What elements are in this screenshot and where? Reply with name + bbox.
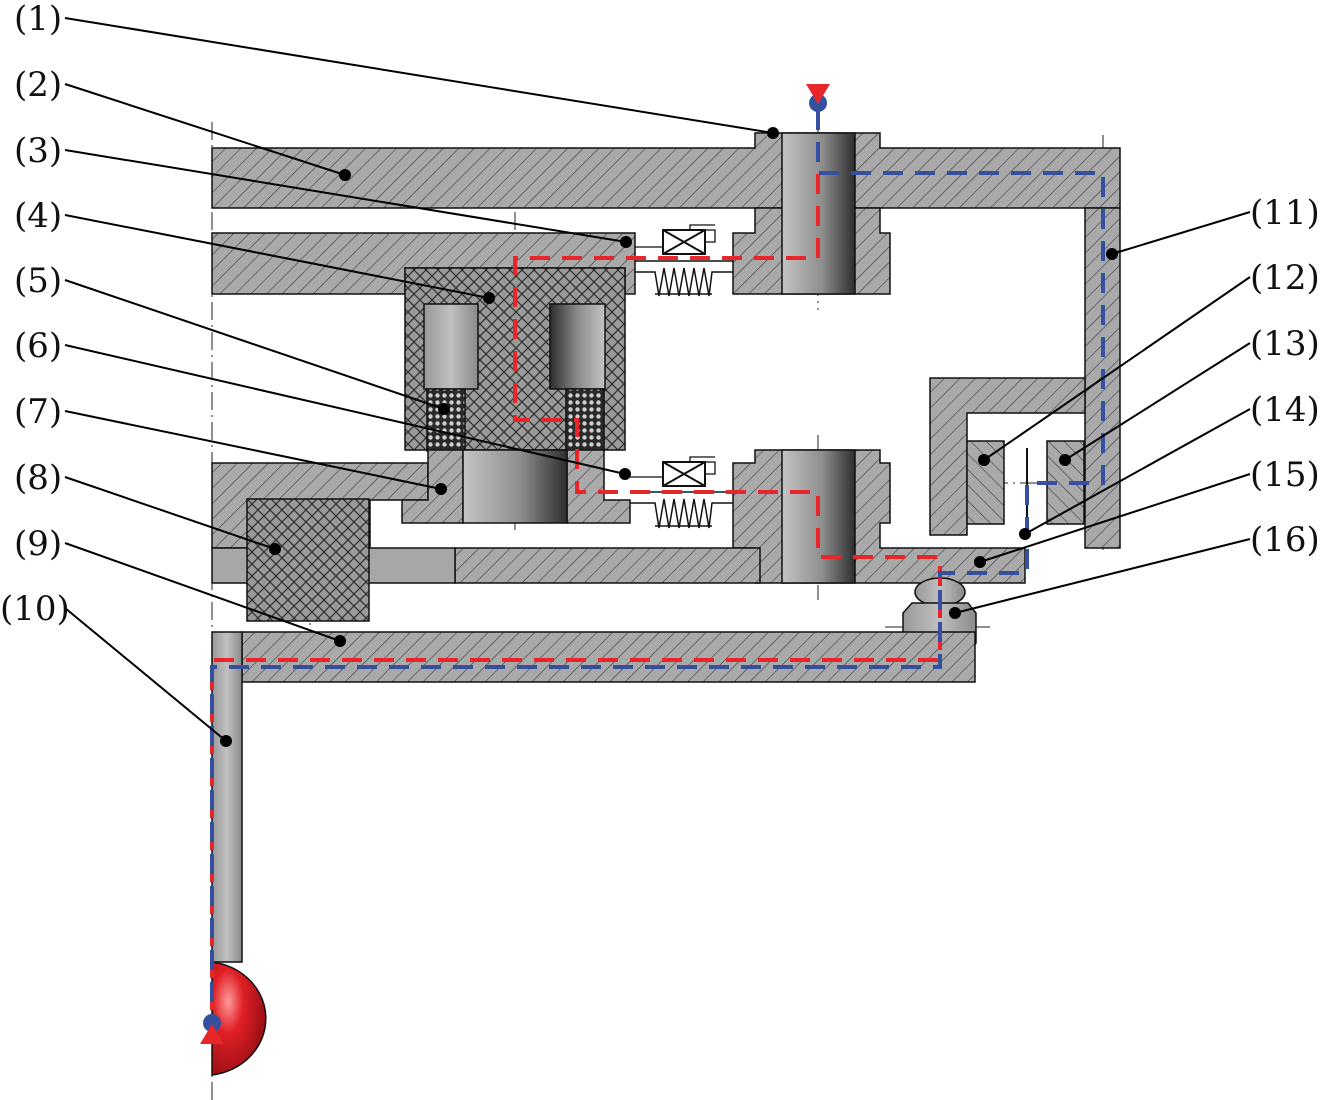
- valve-symbol-icon-lower: [630, 456, 733, 493]
- label-11: (11): [1250, 193, 1320, 233]
- red-signal-path: [210, 110, 942, 1040]
- lower-bore: [781, 449, 856, 584]
- spring-icon: [635, 267, 733, 297]
- label-5: (5): [14, 261, 62, 301]
- ball-tip-icon: [211, 961, 267, 1076]
- spring-icon-lower: [630, 498, 733, 529]
- leader-lines: [64, 17, 1251, 742]
- label-4: (4): [14, 196, 62, 236]
- coil-cavity-right: [549, 303, 606, 390]
- contact-arrow-icon: [200, 1024, 224, 1044]
- coil-winding-right: [565, 388, 605, 452]
- entry-arrow-icon: [806, 84, 830, 104]
- lower-rail: [454, 547, 761, 584]
- label-9: (9): [14, 524, 62, 564]
- label-15: (15): [1250, 455, 1320, 495]
- c-bracket: [929, 377, 1086, 536]
- stylus-arm: [241, 631, 976, 683]
- blue-signal-path: [210, 110, 1105, 1040]
- guide-block: [246, 498, 370, 622]
- pad-left: [966, 440, 1005, 525]
- label-3: (3): [14, 131, 62, 171]
- top-housing-plate: [211, 132, 1121, 209]
- lower-plunger: [462, 449, 568, 524]
- label-8: (8): [14, 458, 62, 498]
- label-14: (14): [1250, 390, 1320, 430]
- contact-point-marker: [203, 1014, 221, 1032]
- label-16: (16): [1250, 520, 1320, 560]
- label-10: (10): [0, 589, 70, 629]
- label-12: (12): [1250, 258, 1320, 298]
- valve-symbol-icon: [635, 224, 733, 262]
- leader-dots: [220, 127, 1118, 747]
- coil-winding-left: [426, 388, 466, 452]
- label-2: (2): [14, 65, 62, 105]
- label-13: (13): [1250, 324, 1320, 364]
- label-6: (6): [14, 326, 62, 366]
- label-7: (7): [14, 392, 62, 432]
- stylus-shaft: [211, 631, 243, 963]
- coil-cavity-left: [423, 303, 479, 390]
- label-1: (1): [14, 0, 62, 39]
